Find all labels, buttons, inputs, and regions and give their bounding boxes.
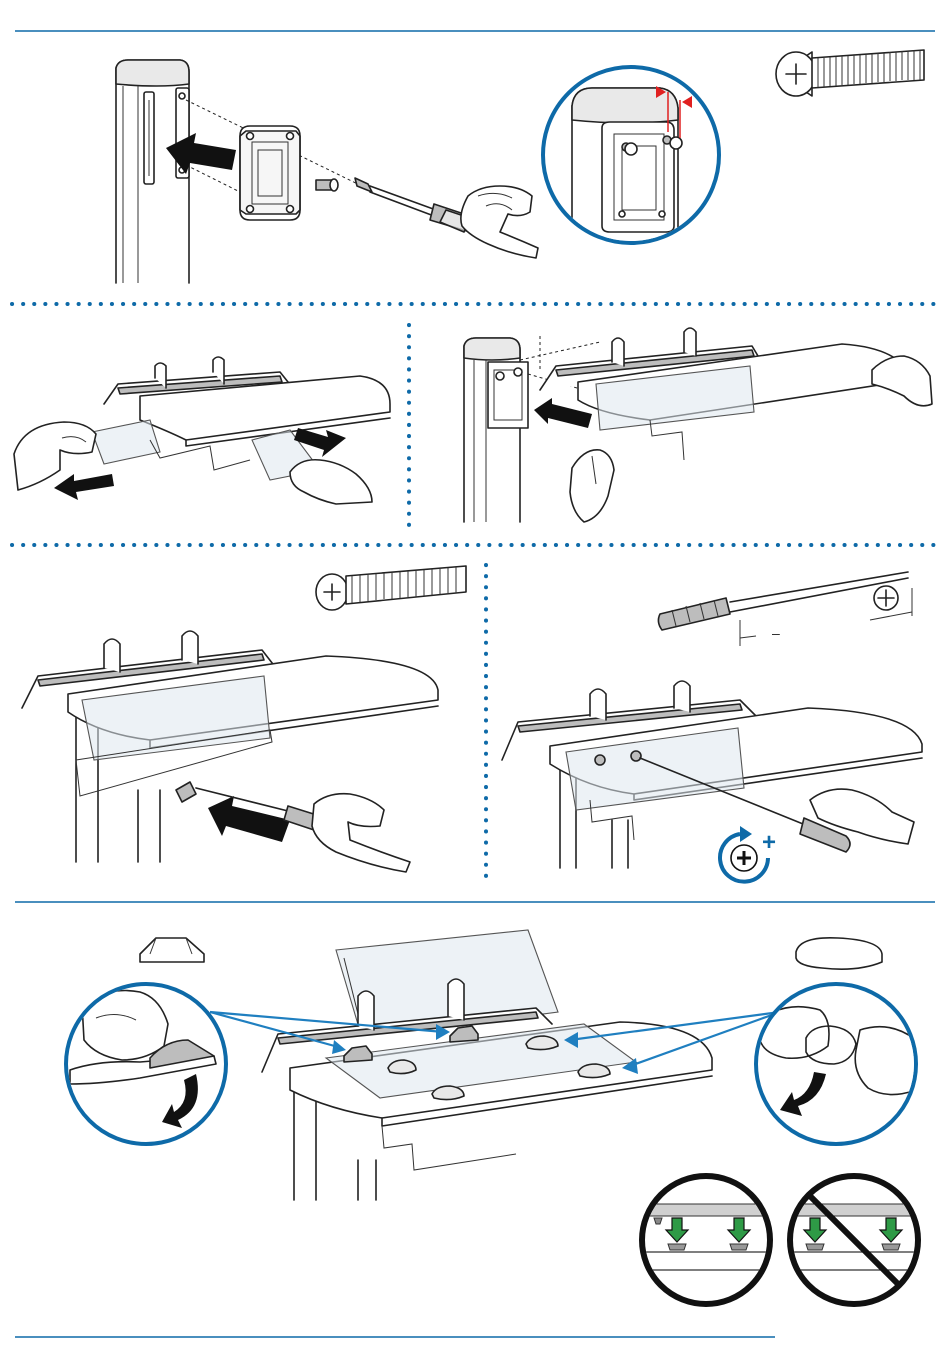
screw-part-icon-2 [316, 566, 466, 610]
right-hand-icon [290, 460, 372, 504]
step-open-hinges [14, 357, 390, 504]
lower-hand-icon [570, 450, 614, 522]
screw-icon [316, 179, 338, 191]
hand-icon-3 [312, 794, 410, 872]
upper-hand-icon [872, 356, 932, 406]
step-slide-shelf [464, 328, 932, 522]
mounting-bracket-icon [240, 126, 300, 220]
screwdriver-icon [355, 178, 474, 232]
peel-detail-right [756, 984, 916, 1144]
rotate-clockwise-icon: + [720, 826, 776, 882]
screwdriver-tool-icon: – [658, 572, 912, 646]
correct-placement-icon [640, 1176, 772, 1304]
post-icon [116, 60, 189, 283]
post-icon-2 [464, 338, 528, 522]
bracket-detail-zoom [543, 67, 719, 250]
hand-icon [461, 186, 538, 258]
step-tighten-screw: – + [502, 572, 922, 882]
bumper-round-icon [796, 938, 882, 969]
step-insert-screw [22, 566, 466, 872]
push-arrow-icon-3 [208, 796, 290, 842]
rotate-plus-label: + [762, 829, 776, 856]
step-mount-bracket [116, 60, 538, 283]
peel-detail-left [66, 984, 226, 1144]
dimension-dash-label: – [772, 625, 780, 641]
screw-part-icon [776, 50, 924, 96]
incorrect-placement-icon [788, 1176, 920, 1304]
pull-left-arrow-icon [54, 474, 114, 500]
bumper-square-icon [140, 938, 204, 962]
phillips-tip-icon [874, 586, 898, 610]
step-apply-bumpers [66, 930, 916, 1200]
